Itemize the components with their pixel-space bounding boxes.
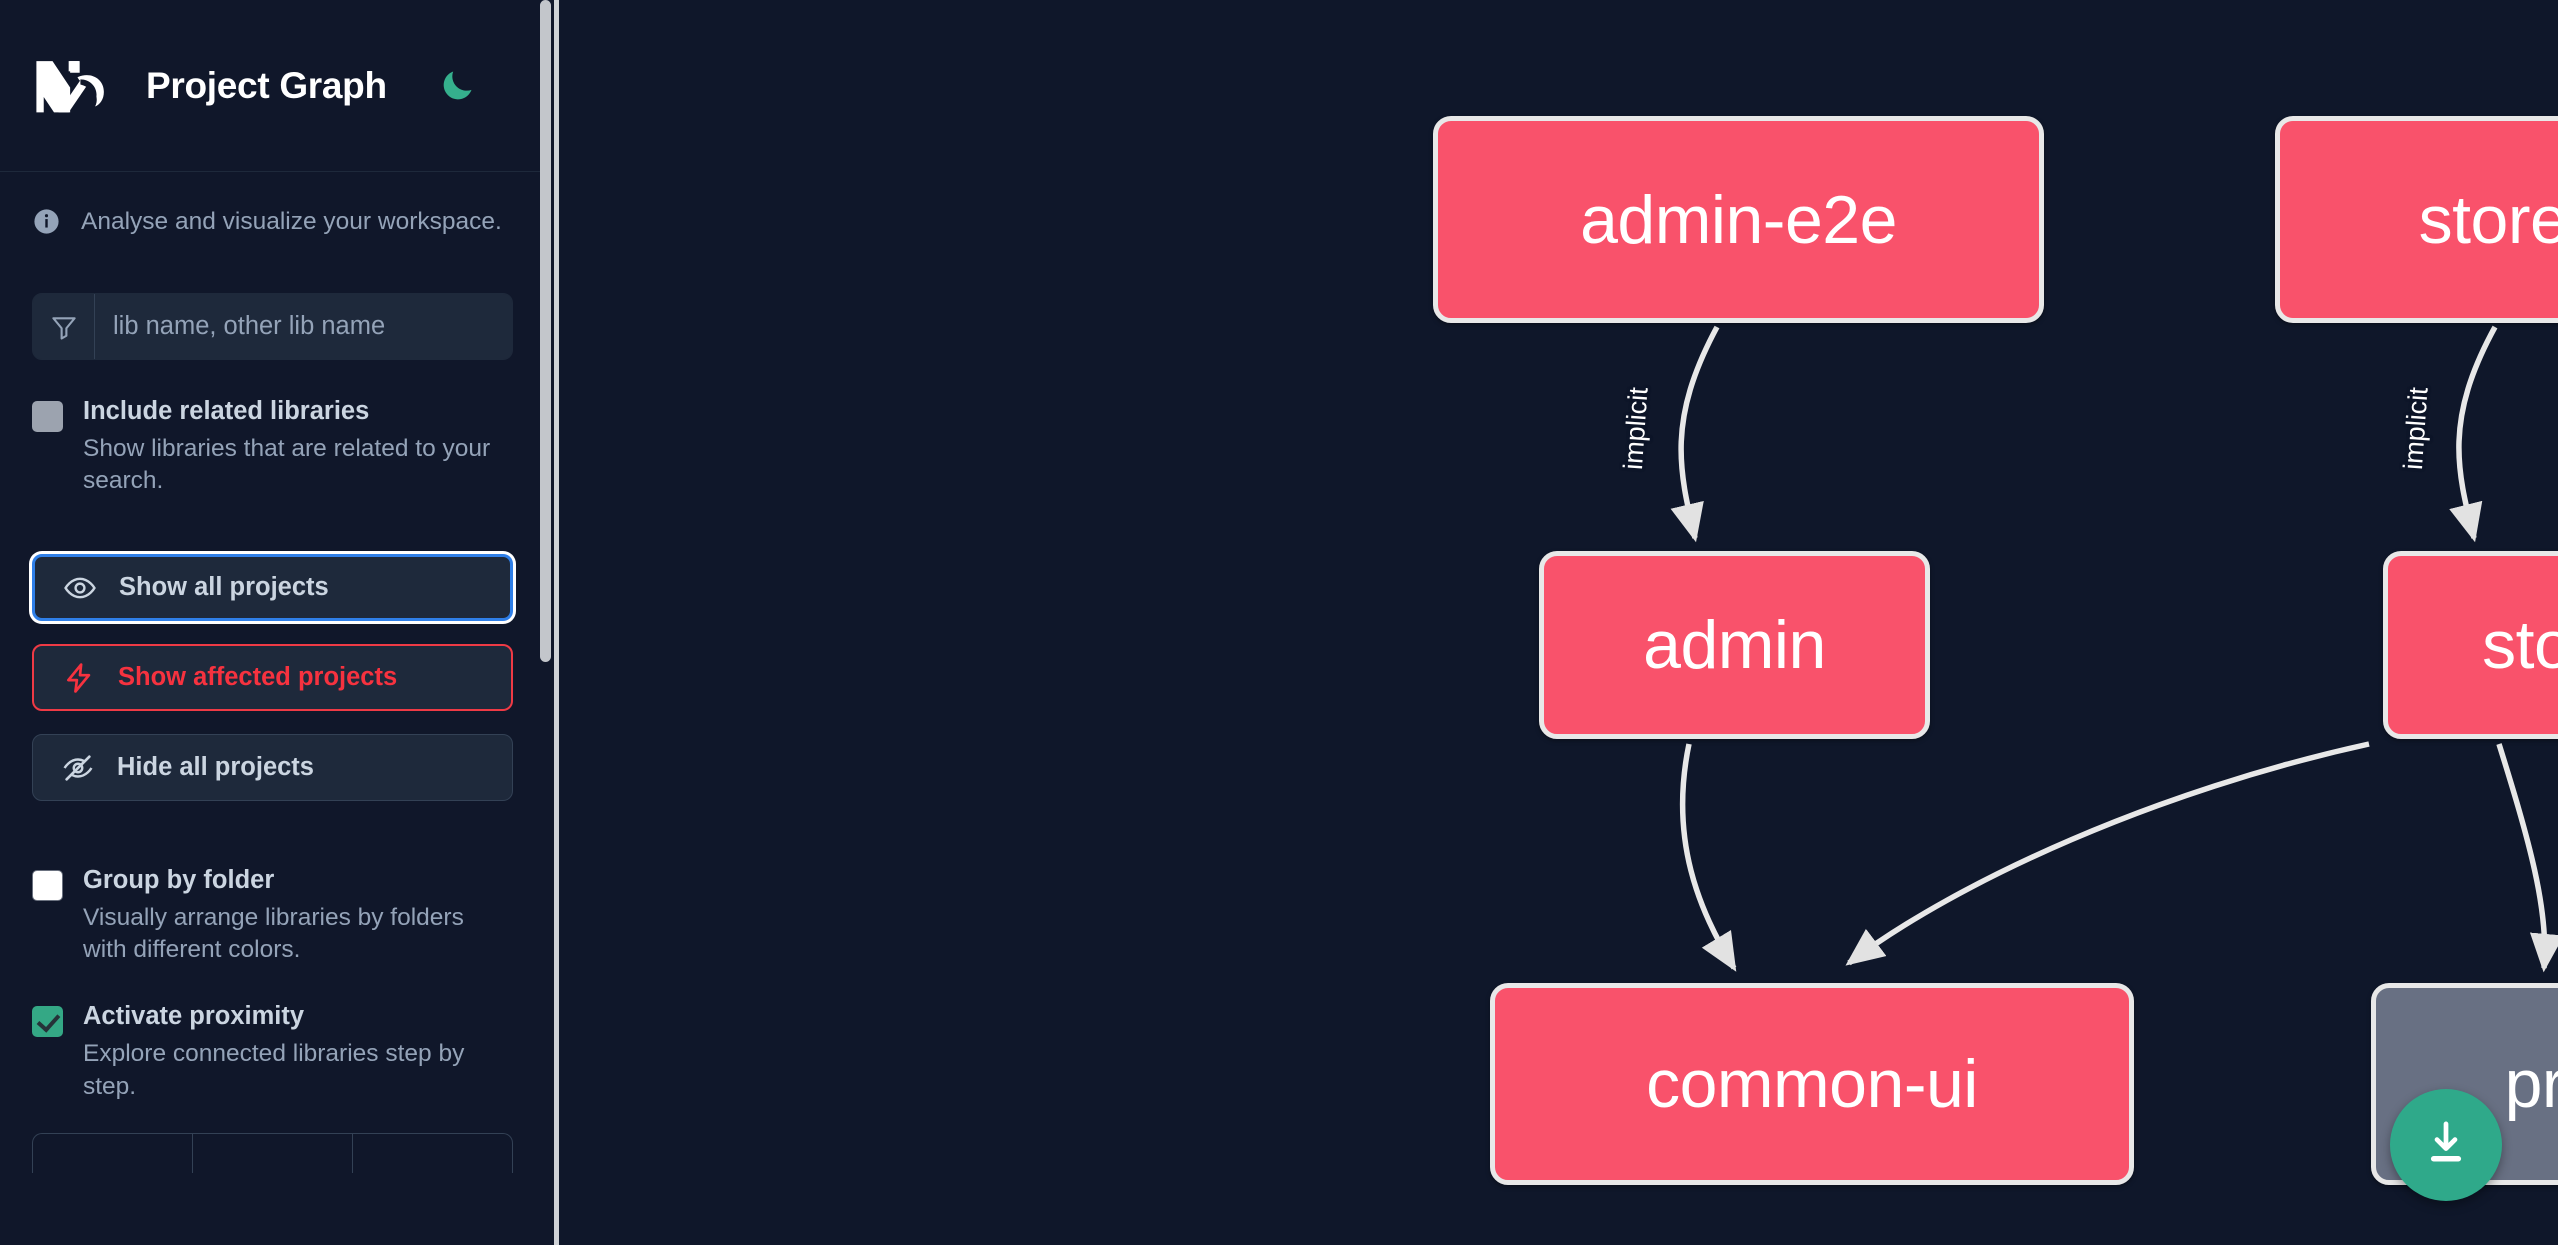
proximity-segmented-control[interactable] <box>32 1133 513 1174</box>
node-label: admin-e2e <box>1580 181 1897 258</box>
group-by-folder-checkbox[interactable] <box>32 870 63 902</box>
info-circle-icon <box>32 207 61 241</box>
graph-node-store[interactable]: store <box>2383 551 2558 739</box>
edge-store-to-common-ui <box>1845 741 2370 966</box>
show-affected-projects-label: Show affected projects <box>118 663 398 692</box>
nx-logo-icon <box>32 55 120 117</box>
option-group-by-folder[interactable]: Group by folder Visually arrange librari… <box>32 865 513 967</box>
search-input[interactable] <box>95 294 512 359</box>
option-include-related-libraries[interactable]: Include related libraries Show libraries… <box>32 396 513 498</box>
moon-icon[interactable] <box>435 64 479 108</box>
show-all-projects-button[interactable]: Show all projects <box>32 554 513 622</box>
graph-canvas[interactable]: implicit implicit admin-e2e store-e2e ad… <box>559 0 2558 1245</box>
download-graph-button[interactable] <box>2390 1089 2502 1201</box>
filter-funnel-icon <box>33 294 95 359</box>
activate-proximity-checkbox[interactable] <box>32 1006 63 1038</box>
edge-admin-to-common-ui <box>1679 743 1737 972</box>
activate-proximity-label: Activate proximity <box>83 1002 305 1031</box>
node-label: products <box>2504 1046 2558 1122</box>
edge-admin-e2e-to-admin <box>1670 325 1720 543</box>
group-by-folder-description: Visually arrange libraries by folders wi… <box>83 903 464 964</box>
graph-node-common-ui[interactable]: common-ui <box>1490 983 2134 1185</box>
show-all-projects-label: Show all projects <box>119 573 329 602</box>
graph-node-admin-e2e[interactable]: admin-e2e <box>1433 116 2044 323</box>
hide-all-projects-label: Hide all projects <box>117 753 314 782</box>
info-banner-text: Analyse and visualize your workspace. <box>81 208 502 235</box>
graph-node-store-e2e[interactable]: store-e2e <box>2275 116 2558 323</box>
hide-all-projects-button[interactable]: Hide all projects <box>32 734 513 802</box>
edge-label-store-e2e-to-store: implicit <box>2397 386 2434 471</box>
include-related-libraries-description: Show libraries that are related to your … <box>83 434 491 495</box>
show-affected-projects-button[interactable]: Show affected projects <box>32 644 513 712</box>
edge-label-admin-e2e-to-admin: implicit <box>1617 386 1654 471</box>
sidebar-header: Project Graph <box>0 0 545 172</box>
spacer <box>32 801 513 829</box>
search-bar[interactable] <box>32 293 513 360</box>
node-label: admin <box>1643 607 1826 683</box>
group-by-folder-label: Group by folder <box>83 866 275 895</box>
segment-1[interactable] <box>33 1134 193 1174</box>
node-label: common-ui <box>1646 1046 1978 1122</box>
project-visibility-actions: Show all projects Show affected projects <box>32 554 513 802</box>
sidebar-body: Analyse and visualize your workspace. In… <box>0 172 545 1103</box>
option-activate-proximity[interactable]: Activate proximity Explore connected lib… <box>32 1001 513 1103</box>
sidebar-scroll-region: Project Graph Analy <box>0 0 545 1245</box>
edge-store-e2e-to-store <box>2449 325 2498 543</box>
info-banner: Analyse and visualize your workspace. <box>32 172 513 241</box>
node-label: store-e2e <box>2418 181 2558 258</box>
page-title: Project Graph <box>146 64 387 106</box>
sidebar: Project Graph Analy <box>0 0 559 1245</box>
lightning-bolt-icon <box>62 661 96 695</box>
segment-2[interactable] <box>193 1134 353 1174</box>
include-related-libraries-checkbox[interactable] <box>32 401 63 432</box>
segment-3[interactable] <box>353 1134 512 1173</box>
eye-off-icon <box>61 751 95 785</box>
sidebar-scrollbar-thumb[interactable] <box>540 0 551 662</box>
edge-store-to-products <box>2496 743 2558 973</box>
sidebar-scrollbar[interactable] <box>540 0 551 1245</box>
download-icon <box>2419 1116 2473 1175</box>
sidebar-edge <box>554 0 559 1245</box>
node-label: store <box>2482 607 2558 683</box>
activate-proximity-description: Explore connected libraries step by step… <box>83 1039 465 1100</box>
include-related-libraries-label: Include related libraries <box>83 397 370 425</box>
graph-node-admin[interactable]: admin <box>1539 551 1930 739</box>
eye-icon <box>63 571 97 605</box>
